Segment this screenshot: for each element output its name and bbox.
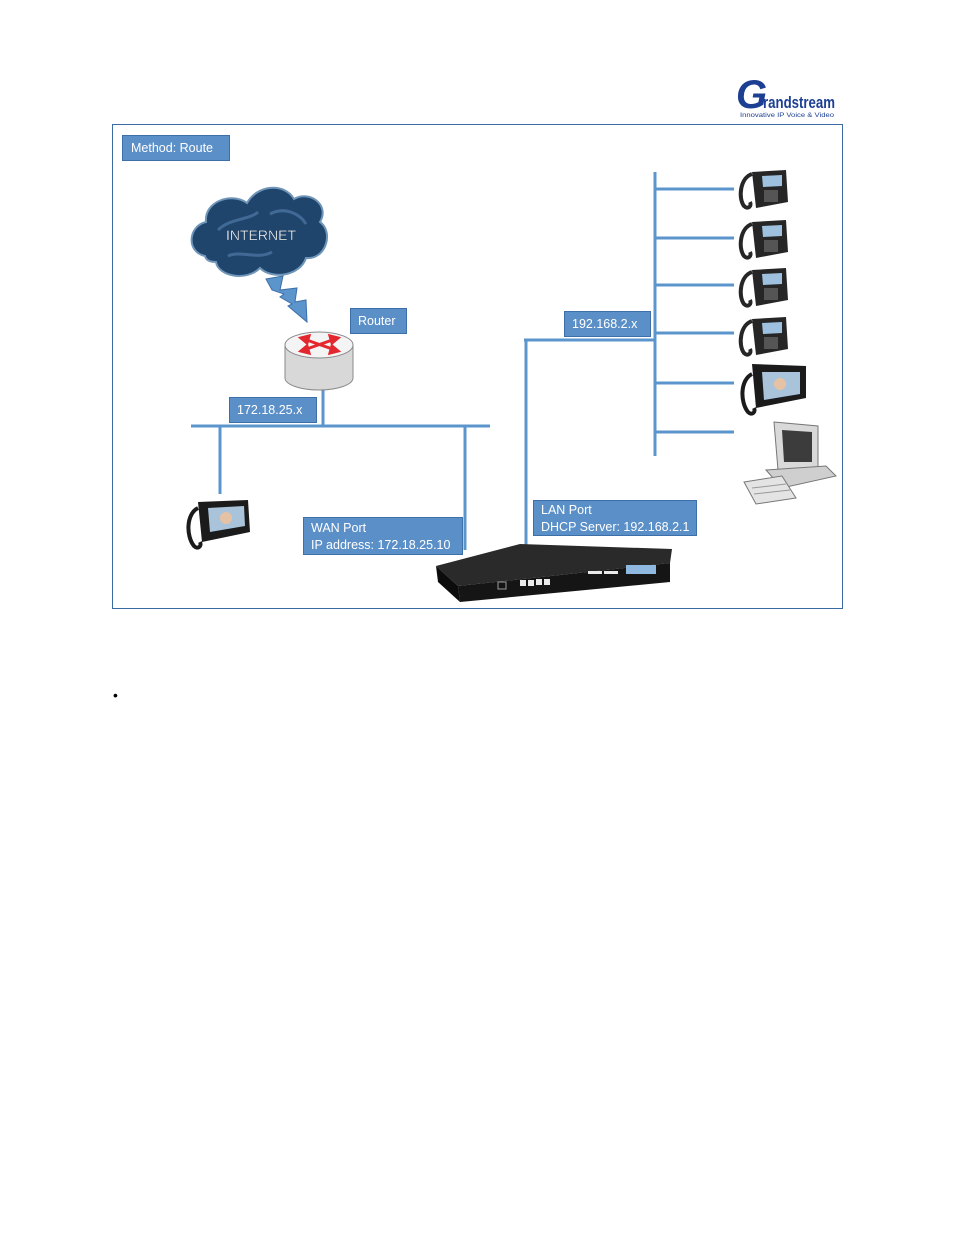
lan-port-title: LAN Port	[541, 503, 592, 517]
video-phone-icon	[186, 500, 250, 550]
method-label: Method: Route	[131, 141, 213, 155]
desktop-computer-icon	[743, 421, 837, 505]
method-label-box: Method: Route	[122, 135, 230, 161]
lan-port-box: LAN Port DHCP Server: 192.168.2.1	[533, 500, 697, 536]
grandstream-logo: G randstream Innovative IP Voice & Video	[736, 73, 835, 119]
wan-port-ip: IP address: 172.18.25.10	[311, 538, 451, 552]
logo-tagline: Innovative IP Voice & Video	[740, 112, 834, 119]
router-label: Router	[358, 314, 396, 328]
lan-phones	[738, 170, 788, 357]
ip-phone-icon	[738, 317, 788, 357]
logo-word: randstream	[763, 93, 835, 112]
router-label-box: Router	[350, 308, 407, 334]
logo-initial: G	[736, 73, 767, 117]
wan-port-box: WAN Port IP address: 172.18.25.10	[303, 517, 463, 555]
internet-cloud-icon: INTERNET	[190, 186, 329, 277]
video-phone-icon	[740, 364, 806, 416]
lan-subnet-label: 192.168.2.x	[572, 317, 638, 331]
lightning-bolt-icon	[265, 275, 308, 324]
list-bullet: •	[113, 687, 118, 703]
ip-phone-icon	[738, 220, 788, 260]
router-icon	[284, 331, 354, 391]
wan-subnet-box: 172.18.25.x	[229, 397, 317, 423]
lan-subnet-box: 192.168.2.x	[564, 311, 651, 337]
internet-label: INTERNET	[226, 227, 296, 243]
lan-port-dhcp: DHCP Server: 192.168.2.1	[541, 520, 690, 534]
network-lines	[191, 172, 734, 550]
wan-subnet-label: 172.18.25.x	[237, 403, 303, 417]
ip-phone-icon	[738, 268, 788, 308]
ip-phone-icon	[738, 170, 788, 210]
wan-port-title: WAN Port	[311, 521, 367, 535]
ip-pbx-appliance-icon	[436, 544, 672, 602]
